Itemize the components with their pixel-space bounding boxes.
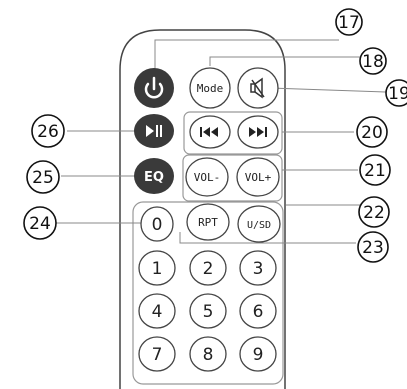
digit-4-button[interactable]: 4 bbox=[138, 293, 176, 329]
callout-20: 20 bbox=[356, 116, 388, 148]
digit-8-button[interactable]: 8 bbox=[189, 336, 227, 372]
next-button[interactable] bbox=[237, 115, 279, 149]
digit-9-button[interactable]: 9 bbox=[239, 336, 277, 372]
svg-text:25: 25 bbox=[32, 168, 54, 188]
svg-text:18: 18 bbox=[362, 52, 384, 72]
svg-text:17: 17 bbox=[338, 13, 360, 33]
eq-button[interactable]: EQ bbox=[134, 158, 174, 194]
mute-button[interactable] bbox=[237, 67, 279, 109]
callout-19: 19 bbox=[385, 79, 407, 107]
digit-7-button[interactable]: 7 bbox=[138, 336, 176, 372]
mode-label: Mode bbox=[197, 82, 224, 95]
vol-plus-label: VOL+ bbox=[245, 171, 272, 184]
vol-plus-button[interactable]: VOL+ bbox=[236, 157, 280, 197]
leader-lines bbox=[56, 39, 387, 244]
play-pause-icon bbox=[146, 125, 162, 137]
digit-6-button[interactable]: 6 bbox=[239, 293, 277, 329]
digit-7-label: 7 bbox=[152, 345, 163, 365]
digit-9-label: 9 bbox=[253, 345, 264, 365]
previous-track-icon bbox=[200, 127, 218, 137]
digit-2-label: 2 bbox=[203, 259, 214, 279]
callout-25: 25 bbox=[26, 160, 60, 194]
digit-2-button[interactable]: 2 bbox=[189, 250, 227, 286]
power-button[interactable] bbox=[134, 68, 174, 108]
digit-6-label: 6 bbox=[253, 302, 264, 322]
digit-0-button[interactable]: 0 bbox=[140, 206, 174, 242]
svg-text:24: 24 bbox=[29, 214, 51, 234]
mute-icon bbox=[250, 77, 265, 99]
volume-group-outline bbox=[182, 154, 283, 202]
callout-26: 26 bbox=[31, 114, 65, 148]
digit-1-button[interactable]: 1 bbox=[138, 250, 176, 286]
svg-text:20: 20 bbox=[361, 123, 383, 143]
callout-23: 23 bbox=[357, 231, 389, 263]
digit-0-label: 0 bbox=[152, 215, 163, 235]
vol-minus-button[interactable]: VOL- bbox=[185, 157, 229, 197]
eq-label: EQ bbox=[144, 170, 164, 185]
svg-text:19: 19 bbox=[388, 84, 407, 104]
skip-group-outline bbox=[183, 111, 283, 155]
callout-21: 21 bbox=[359, 154, 391, 186]
power-icon bbox=[144, 76, 164, 99]
callout-17: 17 bbox=[335, 8, 363, 36]
callout-24: 24 bbox=[23, 206, 57, 240]
mode-button[interactable]: Mode bbox=[189, 67, 231, 109]
digit-8-label: 8 bbox=[203, 345, 214, 365]
digit-4-label: 4 bbox=[152, 302, 163, 322]
usd-label: U/SD bbox=[247, 220, 271, 231]
rpt-button[interactable]: RPT bbox=[186, 203, 230, 241]
previous-button[interactable] bbox=[189, 115, 231, 149]
svg-text:22: 22 bbox=[363, 203, 385, 223]
digit-1-label: 1 bbox=[152, 259, 163, 279]
digit-5-button[interactable]: 5 bbox=[189, 293, 227, 329]
svg-text:21: 21 bbox=[364, 161, 386, 181]
next-track-icon bbox=[249, 127, 267, 137]
play-pause-button[interactable] bbox=[134, 114, 174, 148]
callout-18: 18 bbox=[359, 47, 387, 75]
svg-text:26: 26 bbox=[37, 122, 59, 142]
digit-3-button[interactable]: 3 bbox=[239, 250, 277, 286]
vol-minus-label: VOL- bbox=[194, 171, 221, 184]
rpt-label: RPT bbox=[198, 216, 218, 229]
callout-22: 22 bbox=[358, 196, 390, 228]
usd-button[interactable]: U/SD bbox=[237, 205, 281, 243]
digit-5-label: 5 bbox=[203, 302, 214, 322]
keypad-outline bbox=[132, 201, 284, 385]
digit-3-label: 3 bbox=[253, 259, 264, 279]
svg-text:23: 23 bbox=[362, 238, 384, 258]
